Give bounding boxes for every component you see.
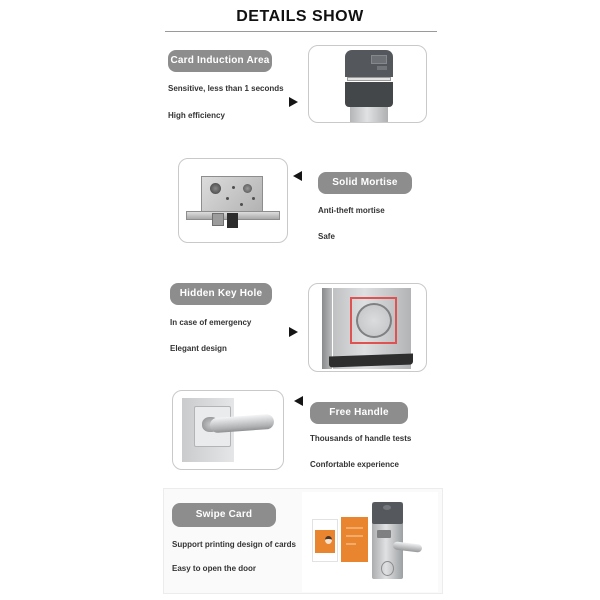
card-reader-photo [308,45,427,123]
section-badge-card-induction-area: Card Induction Area [168,50,272,72]
mortise-lock-photo [178,158,288,243]
red-highlight-box [350,297,397,344]
mortise-deadbolt [227,213,238,228]
rfid-card-orange [341,517,368,562]
arrow-right-icon [289,327,298,337]
hidden-keyhole-photo [308,283,427,372]
feature-text: Thousands of handle tests [310,434,412,443]
swipe-cards-photo [302,492,438,592]
card-mascot [325,536,332,544]
door-edge [322,288,332,369]
arrow-left-icon [293,171,302,181]
section-badge-free-handle: Free Handle [310,402,408,424]
door-lock-front [372,502,423,579]
feature-text: Anti-theft mortise [318,206,385,215]
reader-display [371,55,387,64]
feature-text: Safe [318,232,335,241]
reader-body [350,107,388,122]
feature-text: In case of emergency [170,318,252,327]
keyhole-cover-circle [356,303,392,338]
lock-reader-cap [372,502,403,524]
title-divider [165,31,437,32]
section-badge-swipe-card: Swipe Card [172,503,276,527]
mortise-cylinder-hole [243,184,252,193]
page-title: DETAILS SHOW [236,8,364,25]
section-badge-solid-mortise: Solid Mortise [318,172,412,194]
mortise-latch [212,213,224,226]
reader-top-housing [345,50,393,77]
handle-lever [209,413,275,434]
feature-text: Confortable experience [310,460,399,469]
feature-text: High efficiency [168,111,225,120]
lock-keyhole-cover [381,561,394,576]
feature-text: Support printing design of cards [172,540,296,549]
arrow-right-icon [289,97,298,107]
handle-photo [172,390,284,470]
section-badge-hidden-key-hole: Hidden Key Hole [170,283,272,305]
lock-sensor [377,530,391,538]
reader-induction-panel [345,82,393,107]
feature-text: Sensitive, less than 1 seconds [168,84,284,93]
reader-button [377,66,387,70]
arrow-left-icon [294,396,303,406]
feature-text: Easy to open the door [172,564,257,573]
lock-handle [392,541,423,553]
feature-text: Elegant design [170,344,227,353]
reader-stripe [347,77,391,81]
rfid-card-printed [312,519,338,562]
mortise-gear-hole [210,183,221,194]
mortise-body [201,176,263,213]
